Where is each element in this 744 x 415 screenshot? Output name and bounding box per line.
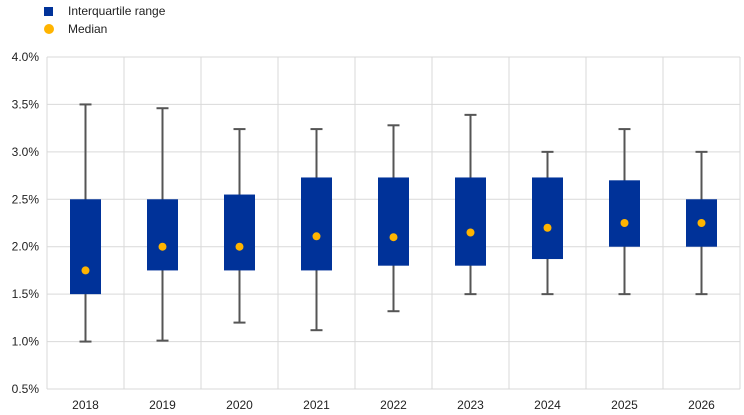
x-tick-label: 2020: [226, 398, 253, 412]
median-point: [697, 219, 706, 227]
y-tick-label: 1.0%: [12, 335, 40, 349]
legend-label-iqr: Interquartile range: [68, 4, 166, 18]
median-point: [389, 233, 398, 242]
median-point: [235, 242, 244, 251]
x-tick-label: 2022: [380, 398, 407, 412]
y-tick-label: 3.0%: [12, 145, 40, 159]
median-point: [466, 228, 475, 237]
median-point: [81, 266, 90, 275]
iqr-box: [378, 177, 409, 266]
iqr-box: [70, 199, 101, 295]
x-tick-label: 2024: [534, 398, 561, 412]
y-tick-label: 1.5%: [12, 287, 40, 301]
y-tick-label: 3.5%: [12, 97, 40, 111]
median-point: [620, 219, 629, 227]
y-tick-label: 2.5%: [12, 192, 40, 206]
x-tick-label: 2026: [688, 398, 715, 412]
x-tick-label: 2019: [149, 398, 176, 412]
median-swatch: [44, 24, 54, 34]
iqr-swatch: [44, 6, 53, 16]
x-tick-label: 2021: [303, 398, 330, 412]
x-tick-label: 2025: [611, 398, 638, 412]
y-tick-label: 4.0%: [12, 50, 40, 64]
median-point: [543, 223, 552, 232]
iqr-box: [609, 180, 640, 247]
median-point: [312, 232, 321, 241]
y-tick-label: 2.0%: [12, 240, 40, 254]
chart-legend: Interquartile range Median: [44, 2, 165, 38]
iqr-box: [301, 177, 332, 271]
x-tick-label: 2023: [457, 398, 484, 412]
legend-item-median: Median: [44, 20, 165, 38]
iqr-box: [147, 199, 178, 271]
iqr-box: [455, 177, 486, 266]
iqr-box: [224, 194, 255, 271]
x-tick-label: 2018: [72, 398, 99, 412]
y-tick-label: 0.5%: [12, 382, 40, 396]
iqr-box: [532, 177, 563, 260]
legend-item-iqr: Interquartile range: [44, 2, 165, 20]
median-point: [158, 242, 167, 251]
legend-label-median: Median: [68, 22, 108, 36]
